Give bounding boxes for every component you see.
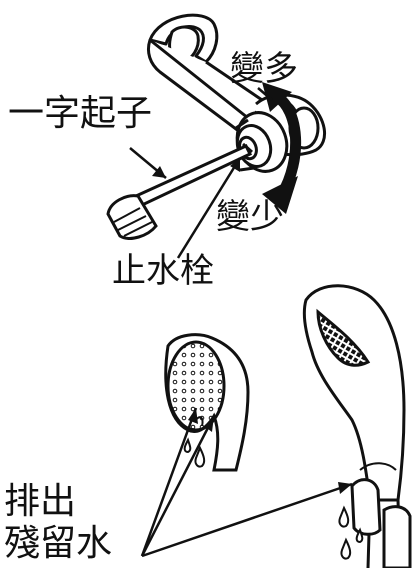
drain-label-line1: 排出	[4, 481, 77, 522]
water-drops-holder	[338, 505, 364, 560]
arrowhead-drain-2	[204, 416, 214, 432]
arrowhead-drain-3	[338, 482, 352, 494]
screwdriver	[106, 144, 253, 240]
arrowhead-screwdriver	[152, 166, 166, 178]
stop-valve-label: 止水栓	[112, 251, 214, 291]
water-drop-icon	[183, 437, 206, 468]
decrease-label: 變少	[216, 197, 284, 237]
stop-valve	[235, 111, 289, 173]
hand-shower	[302, 284, 406, 568]
shower-head-front	[164, 333, 250, 472]
drain-label-line2: 殘留水	[4, 523, 113, 564]
drain-leaders	[140, 407, 353, 558]
screwdriver-label: 一字起子	[8, 93, 153, 134]
curved-double-arrow-icon	[262, 82, 302, 214]
increase-label: 變多	[230, 49, 298, 89]
arrowhead-drain-1	[188, 408, 198, 424]
increase-pointer	[257, 87, 273, 101]
arrowhead-valve	[230, 158, 240, 172]
